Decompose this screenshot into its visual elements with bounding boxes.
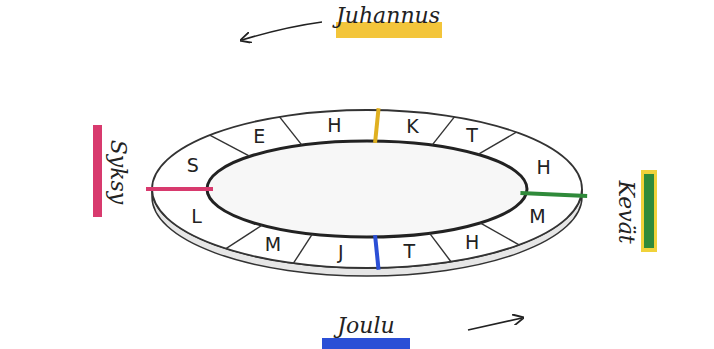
segment-divider: [375, 108, 379, 143]
season-label: Joulu: [337, 315, 394, 337]
kevat-highlight-outer: [641, 170, 657, 252]
segment-divider: [293, 234, 312, 263]
syksy-highlight: [93, 125, 102, 217]
segment-divider: [480, 223, 519, 245]
season-label: Juhannus: [336, 5, 440, 27]
kevat-highlight: [644, 174, 654, 248]
segment-divider: [280, 117, 302, 145]
segment-divider: [375, 235, 379, 270]
month-initial: E: [253, 127, 265, 146]
month-initial: J: [338, 243, 344, 262]
month-initial: M: [265, 235, 281, 254]
month-initial: T: [466, 126, 478, 145]
month-initial: H: [327, 116, 341, 135]
segment-divider: [432, 117, 454, 145]
direction-arrow: [468, 318, 522, 330]
season-label: Kevät: [615, 180, 637, 243]
month-initial: L: [191, 207, 202, 226]
month-initial: K: [406, 117, 418, 136]
ring-inner: [207, 141, 527, 237]
month-initial: S: [187, 156, 199, 175]
month-initial: T: [403, 242, 415, 261]
season-label: Syksy: [107, 140, 129, 205]
segment-divider: [478, 132, 516, 154]
segment-divider: [146, 187, 213, 191]
segment-divider: [210, 135, 250, 156]
direction-arrow: [242, 22, 322, 40]
segment-divider: [430, 233, 451, 262]
month-initial: H: [465, 233, 479, 252]
segment-divider: [226, 225, 262, 248]
joulu-highlight: [322, 338, 410, 349]
segment-divider: [520, 193, 587, 196]
month-initial: M: [529, 207, 545, 226]
month-initial: H: [537, 158, 551, 177]
ring-outer: [152, 110, 582, 268]
